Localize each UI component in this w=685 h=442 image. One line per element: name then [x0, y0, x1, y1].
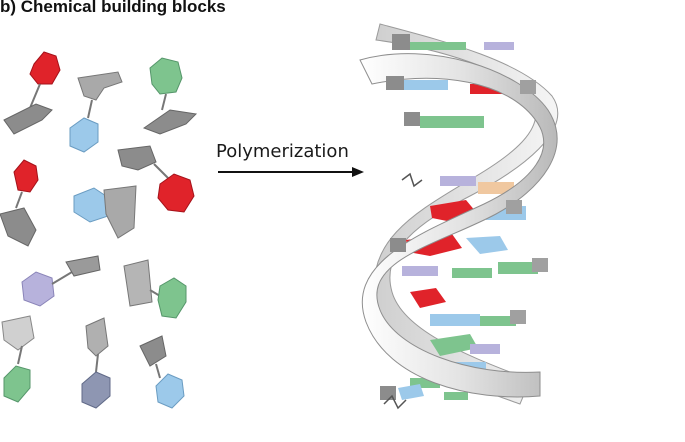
nucleotide-blue-3 [139, 335, 185, 409]
nucleotide-red-1 [3, 51, 61, 135]
nucleotide-lavender-1 [21, 255, 101, 307]
sugar-blocks [380, 34, 548, 400]
nucleotide-blue-1 [69, 71, 123, 153]
nucleotide-red-3 [117, 145, 195, 213]
building-blocks [0, 51, 198, 409]
nucleotide-slate-1 [81, 317, 111, 409]
nucleotide-red-2 [0, 159, 39, 247]
nucleotide-green-2 [123, 259, 187, 319]
dna-double-helix [359, 23, 559, 410]
figure-title: b) Chemical building blocks [0, 0, 226, 16]
nucleotide-green-3 [1, 315, 35, 403]
polymerization-arrow [218, 167, 364, 177]
nucleotide-green-1 [142, 57, 198, 135]
polymerization-label: Polymerization [216, 141, 349, 162]
nucleotide-blue-2 [73, 185, 137, 239]
